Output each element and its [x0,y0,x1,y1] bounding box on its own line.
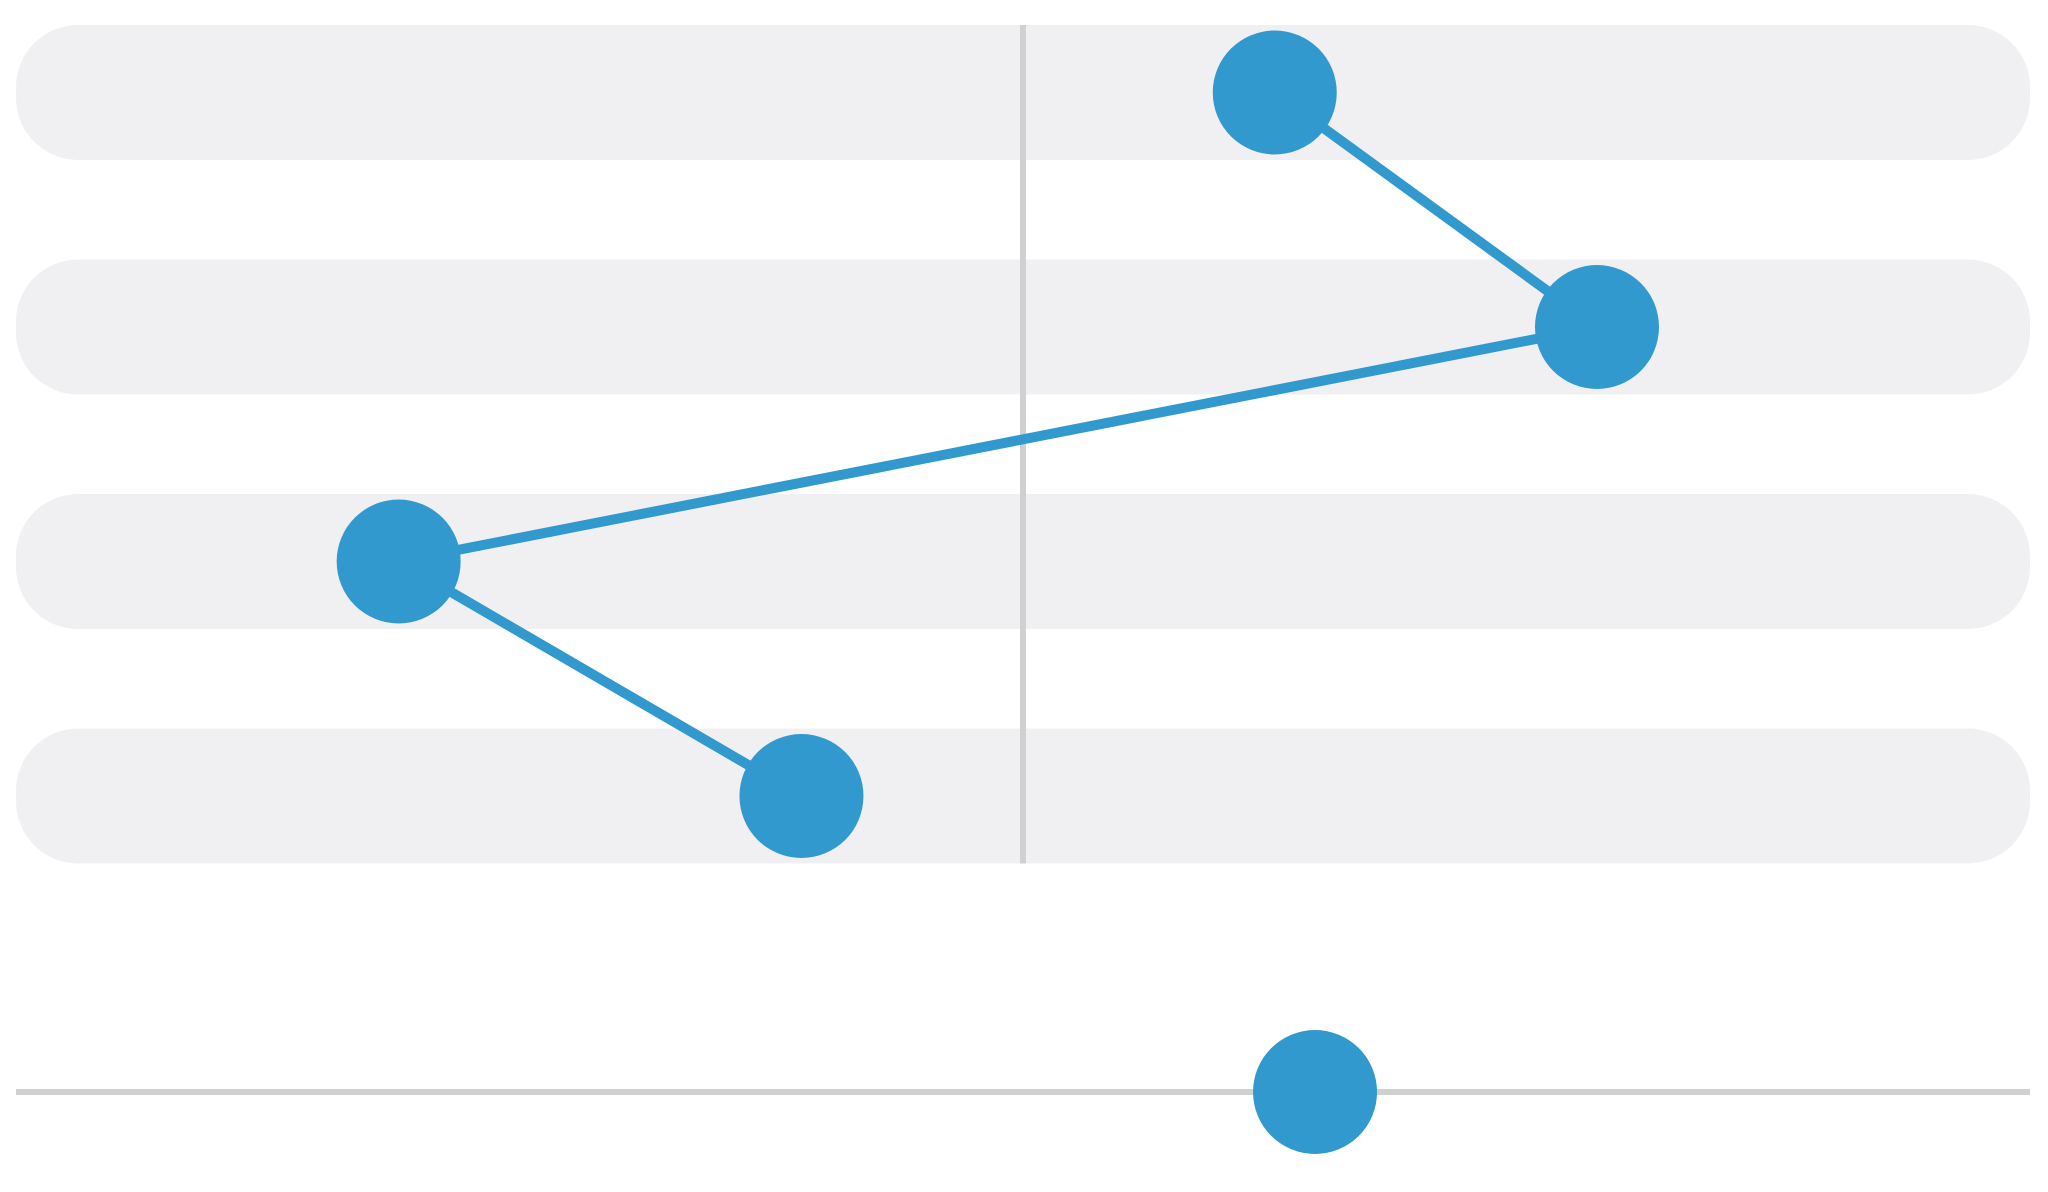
slider-thumb [1253,1030,1378,1154]
data-point [1212,30,1337,155]
data-point [739,734,864,858]
data-points [336,30,1659,858]
series-line-layer [393,88,1602,801]
data-point [336,499,461,624]
summary-slider [16,1030,2030,1154]
series-line [393,88,1602,801]
data-point [1534,265,1659,389]
